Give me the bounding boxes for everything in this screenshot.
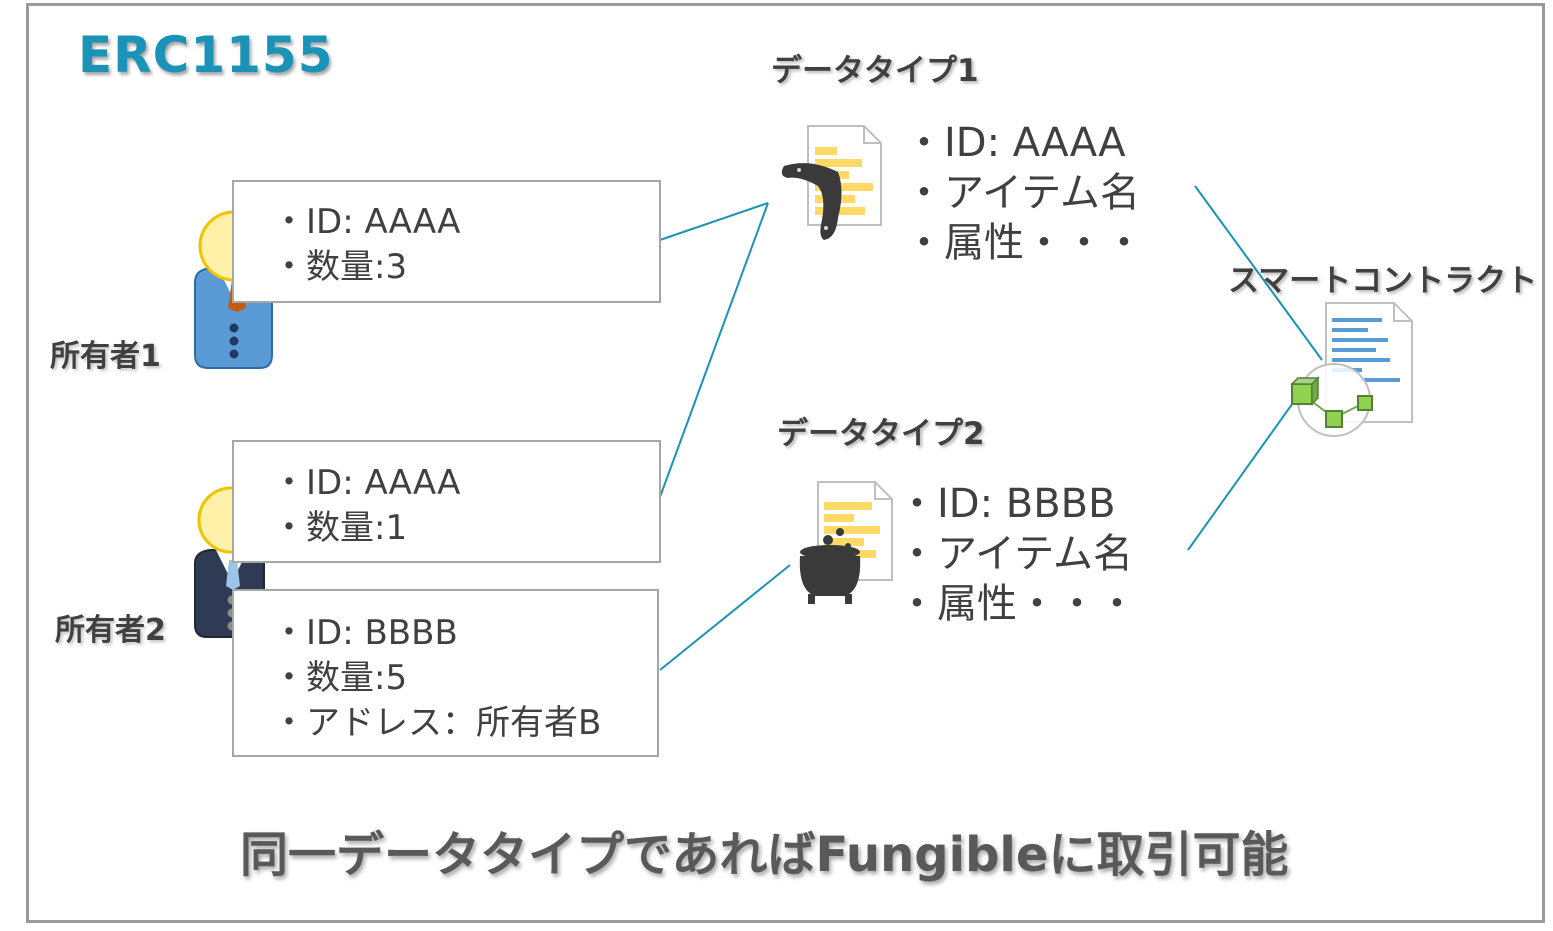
connector-owner2b-datatype2: [659, 564, 791, 671]
datatype2-id: ・ID: BBBB: [897, 481, 1116, 527]
datatype2-attributes: ・属性・・・: [897, 581, 1137, 627]
owner1-holding-id: ・ID: AAAA: [272, 202, 461, 242]
connector-datatype1-contract: [1194, 185, 1323, 361]
diagram-title: ERC1155: [78, 26, 334, 84]
owner1-label: 所有者1: [50, 339, 161, 374]
owner2a-holding-quantity: ・数量:1: [272, 508, 408, 548]
footer-caption: 同一データタイプであればFungibleに取引可能: [240, 827, 1289, 883]
owner1-holding-quantity: ・数量:3: [272, 247, 408, 287]
owner2-label: 所有者2: [55, 613, 166, 648]
datatype2-item-name: ・アイテム名: [897, 531, 1133, 577]
smart-contract-icon: [1290, 302, 1413, 437]
connector-datatype2-contract: [1187, 392, 1301, 551]
smart-contract-heading: スマートコントラクト: [1228, 263, 1538, 299]
boomerang-icon: [781, 125, 882, 240]
connector-owner2a-datatype1: [659, 202, 769, 498]
datatype1-id: ・ID: AAAA: [904, 120, 1126, 166]
owner2-holding-box-a: [232, 440, 661, 563]
owner2-holding-box-b: [232, 589, 659, 757]
owner2b-holding-address: ・アドレス：所有者B: [272, 703, 602, 743]
owner2b-holding-quantity: ・数量:5: [272, 658, 408, 698]
cauldron-icon: [799, 481, 893, 604]
owner2a-holding-id: ・ID: AAAA: [272, 463, 461, 503]
owner1-holding-box: [232, 180, 661, 303]
datatype1-item-name: ・アイテム名: [904, 170, 1140, 216]
datatype1-heading: データタイプ1: [771, 53, 979, 89]
datatype2-heading: データタイプ2: [777, 416, 985, 452]
datatype1-attributes: ・属性・・・: [904, 220, 1144, 266]
owner2b-holding-id: ・ID: BBBB: [272, 613, 458, 653]
connector-owner1-datatype1: [659, 202, 769, 241]
